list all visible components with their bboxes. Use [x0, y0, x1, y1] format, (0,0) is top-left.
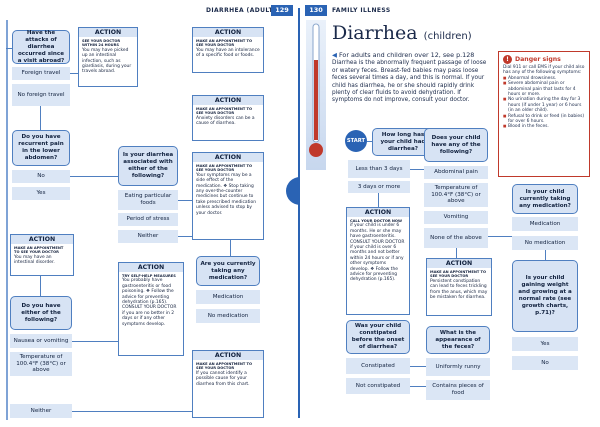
start-marker: START — [345, 130, 367, 152]
left-page-number: 129 — [271, 5, 293, 16]
danger-item: Blood in the feces. — [503, 124, 585, 130]
action-title: ACTION — [427, 259, 491, 268]
action-title: ACTION — [193, 351, 263, 360]
action-title: ACTION — [79, 28, 137, 37]
option-neither: Neither — [118, 230, 178, 243]
action-box-unidentified-cause: ACTION MAKE AN APPOINTMENT TO SEE YOUR D… — [192, 350, 264, 418]
option-contains-food: Contains pieces of food — [426, 380, 490, 400]
action-heading: MAKE AN APPOINTMENT TO SEE YOUR DOCTOR — [196, 107, 253, 116]
question-how-long: How long has your child had diarrhea? — [372, 128, 434, 156]
page-title: Diarrhea (children) — [332, 22, 472, 44]
intro-text: ◀ For adults and children over 12, see p… — [332, 51, 488, 105]
option-constipated: Constipated — [346, 358, 410, 374]
action-title: ACTION — [193, 28, 263, 37]
danger-item: Severe abdominal pain or abdominal pain … — [503, 81, 585, 97]
option-yes: Yes — [12, 187, 70, 200]
action-title: ACTION — [11, 235, 73, 244]
action-box-travel: ACTION SEE YOUR DOCTOR WITHIN 24 HOURS Y… — [78, 27, 138, 87]
option-not-constipated: Not constipated — [346, 378, 410, 394]
option-foreign-travel: Foreign travel — [12, 67, 70, 80]
action-body: You probably have gastroenteritis or foo… — [122, 278, 177, 327]
action-title: ACTION — [193, 96, 263, 105]
action-body: Your symptoms may be a side effect of th… — [196, 172, 256, 216]
action-heading: MAKE AN APPOINTMENT TO SEE YOUR DOCTOR — [196, 164, 253, 173]
option-uniformly-runny: Uniformly runny — [426, 358, 490, 376]
option-eating-foods: Eating particular foods — [118, 190, 178, 210]
right-running-title: FAMILY ILLNESS — [332, 7, 391, 14]
action-heading: SEE YOUR DOCTOR WITHIN 24 HOURS — [82, 39, 121, 48]
danger-item: No urination during the day for 3 hours … — [503, 97, 585, 113]
action-box-food-intolerance: ACTION MAKE AN APPOINTMENT TO SEE YOUR D… — [192, 27, 264, 73]
action-body: You may have an intestinal disorder. — [14, 254, 55, 266]
question-feces-appearance: What is the appearance of the feces? — [426, 326, 490, 354]
action-heading: MAKE AN APPOINTMENT TO SEE YOUR DOCTOR — [14, 246, 64, 255]
thermometer-icon — [309, 23, 323, 157]
danger-signs-box: ! Danger signs Dial 911 or call EMS if y… — [498, 51, 590, 177]
danger-item: Abnormal drowsiness. — [503, 76, 585, 82]
question-child-symptoms: Does your child have any of the followin… — [424, 128, 488, 162]
question-nausea-temperature: Do you have either of the following? — [10, 296, 72, 330]
danger-title: Danger signs — [515, 56, 561, 63]
question-recurrent-pain: Do you have recurrent pain in the lower … — [12, 130, 70, 166]
option-vomiting: Vomiting — [424, 211, 488, 224]
action-title: ACTION — [347, 208, 409, 217]
danger-lead: Dial 911 or call EMS if your child also … — [503, 65, 585, 76]
left-running-title: DIARRHEA (ADULTS) — [206, 7, 281, 14]
question-growth-rate: Is your child gaining weight and growing… — [512, 260, 578, 332]
option-no: No — [512, 356, 578, 370]
action-title: ACTION — [119, 263, 183, 272]
right-page-number: 130 — [305, 5, 327, 16]
option-temperature: Temperature of 100.4°F (38°C) or above — [10, 352, 72, 376]
option-medication: Medication — [196, 290, 260, 304]
question-associated-causes: Is your diarrhea associated with either … — [118, 146, 178, 186]
arrow-left-icon: ◀ — [332, 51, 337, 59]
thermometer-illustration — [306, 20, 326, 170]
option-no-foreign-travel: No foreign travel — [12, 84, 70, 106]
warning-icon: ! — [503, 55, 512, 64]
option-none-of-the-above: None of the above — [424, 228, 488, 248]
option-no-medication: No medication — [512, 236, 578, 250]
option-nausea-vomiting: Nausea or vomiting — [10, 334, 72, 348]
question-child-medication: Is your child currently taking any medic… — [512, 184, 578, 214]
spine-tab-marker — [286, 177, 300, 205]
question-travel-abroad: Have the attacks of diarrhea occurred si… — [12, 30, 70, 64]
intro-body: Diarrhea is the abnormally frequent pass… — [332, 60, 487, 104]
intro-lead: For adults and children over 12, see p.1… — [338, 51, 475, 59]
action-box-anxiety: ACTION MAKE AN APPOINTMENT TO SEE YOUR D… — [192, 95, 264, 141]
option-period-stress: Period of stress — [118, 213, 178, 226]
left-edge-line — [6, 20, 8, 420]
action-box-self-help: ACTION TRY SELF-HELP MEASURES You probab… — [118, 262, 184, 356]
option-neither: Neither — [10, 404, 72, 418]
danger-item: Refusal to drink or feed (in babies) for… — [503, 114, 585, 125]
action-body: if your child is under 6 months. He or s… — [350, 223, 405, 283]
action-heading: MAKE AN APPOINTMENT TO SEE YOUR DOCTOR — [196, 362, 253, 371]
question-taking-medication: Are you currently taking any medication? — [196, 256, 260, 286]
option-no-medication: No medication — [196, 309, 260, 323]
page-spine — [298, 8, 300, 418]
action-body: You may have picked up an intestinal inf… — [82, 47, 132, 75]
action-body: Persistent constipation can lead to fece… — [430, 278, 488, 301]
action-heading: MAKE AN APPOINTMENT TO SEE YOUR DOCTOR — [196, 39, 253, 48]
title-subtitle: (children) — [423, 31, 472, 42]
action-title: ACTION — [193, 153, 263, 162]
option-no: No — [12, 170, 70, 183]
action-heading: MAKE AN APPOINTMENT TO SEE YOUR DOCTOR — [430, 270, 487, 279]
option-medication: Medication — [512, 217, 578, 231]
action-box-medication-side-effect: ACTION MAKE AN APPOINTMENT TO SEE YOUR D… — [192, 152, 264, 240]
option-abdominal-pain: Abdominal pain — [424, 166, 488, 179]
question-constipated-before: Was your child constipated before the on… — [346, 320, 410, 354]
action-box-intestinal-disorder: ACTION MAKE AN APPOINTMENT TO SEE YOUR D… — [10, 234, 74, 276]
action-box-call-doctor: ACTION CALL YOUR DOCTOR NOW if your chil… — [346, 207, 410, 315]
action-heading: TRY SELF-HELP MEASURES — [122, 274, 176, 278]
action-body: Anxiety disorders can be a cause of diar… — [196, 115, 255, 127]
action-box-constipation: ACTION MAKE AN APPOINTMENT TO SEE YOUR D… — [426, 258, 492, 316]
option-less-than-3-days: Less than 3 days — [348, 160, 410, 178]
option-temperature: Temperature of 100.4°F (38°C) or above — [424, 183, 488, 207]
action-body: If you cannot identify a possible cause … — [196, 370, 250, 387]
option-yes: Yes — [512, 337, 578, 351]
option-3-days-or-more: 3 days or more — [348, 181, 410, 193]
action-body: You may have an intolerance of a specifi… — [196, 47, 260, 59]
action-heading: CALL YOUR DOCTOR NOW — [350, 219, 402, 223]
